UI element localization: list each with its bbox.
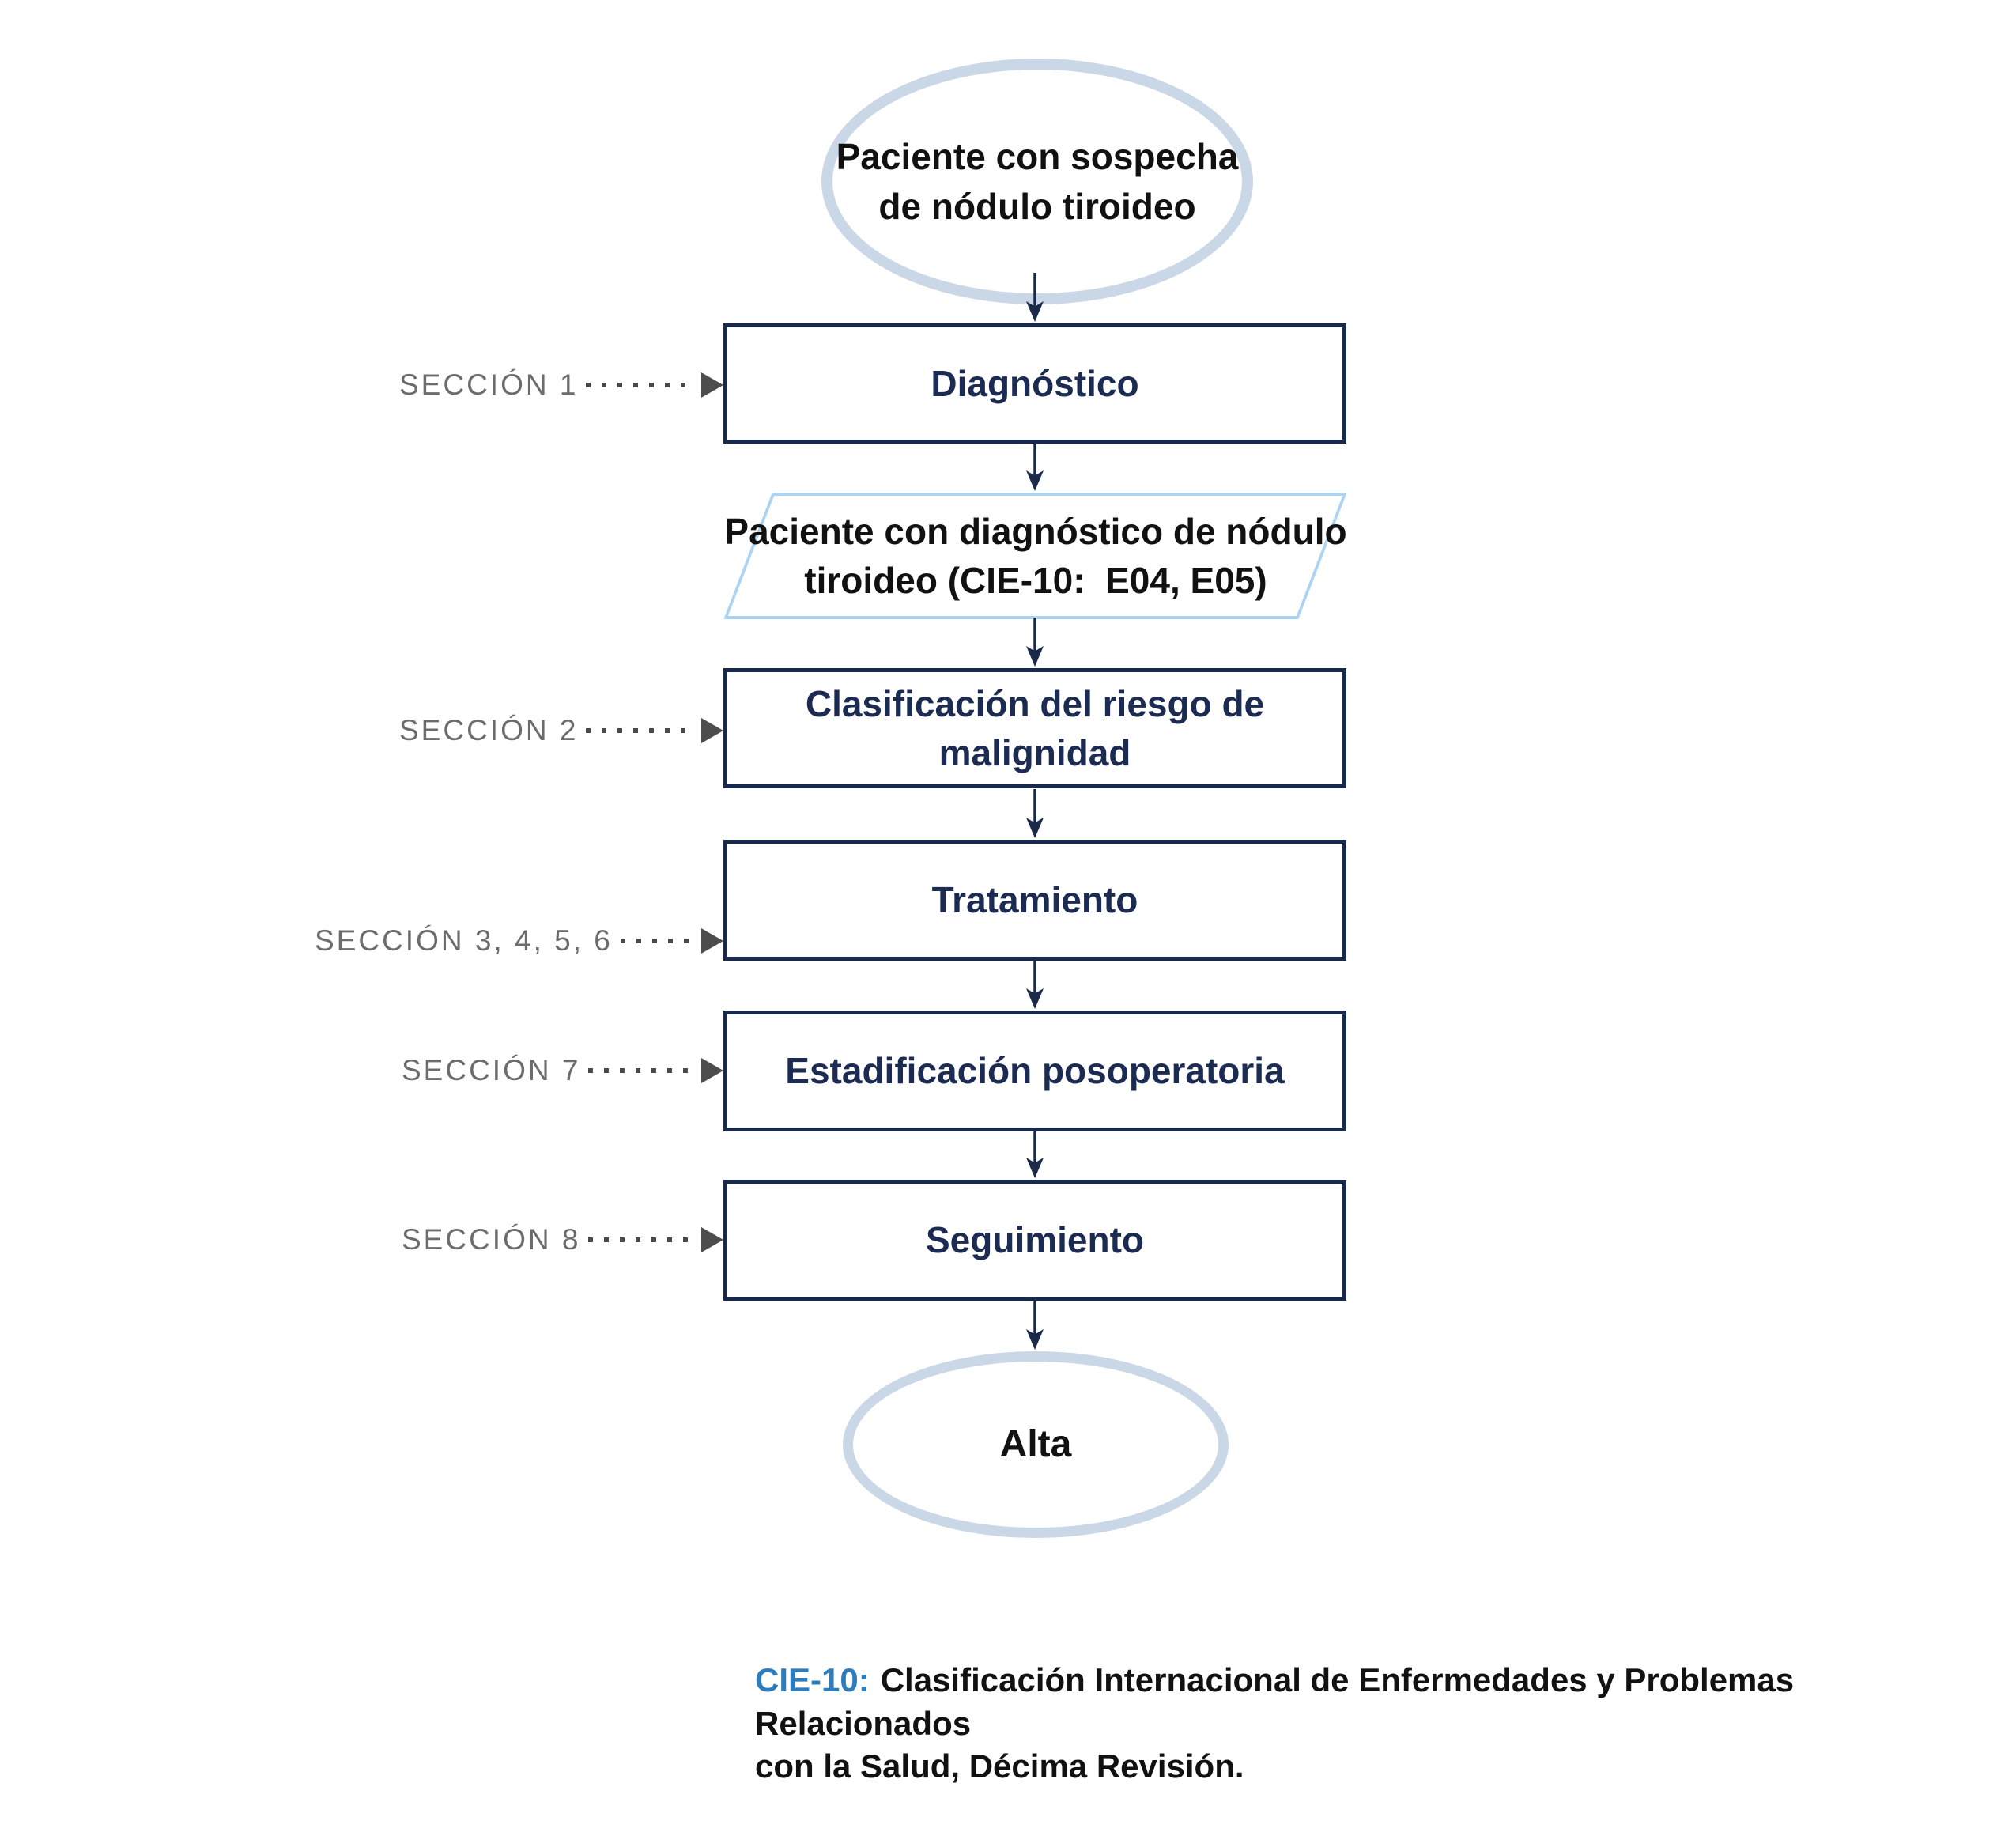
dotted-connector-7 [588, 1068, 697, 1073]
process-label-estadificacion: Estadificación posoperatoria [785, 1050, 1285, 1092]
section-annotation-2: SECCIÓN 2 [399, 711, 723, 750]
flow-arrow-down-2 [1026, 442, 1044, 491]
start-terminal-ellipse: Paciente con sospecha de nódulo tiroideo [821, 59, 1253, 304]
flow-arrow-down-5 [1026, 960, 1044, 1009]
dotted-connector-1 [586, 383, 697, 387]
dotted-connector-2 [586, 728, 697, 733]
process-box-seguimiento: Seguimiento [723, 1180, 1346, 1301]
dotted-connector-8 [588, 1237, 697, 1242]
data-parallelogram-text-wrap: Paciente con diagnóstico de nódulo tiroi… [723, 493, 1348, 619]
end-terminal-ellipse: Alta [843, 1351, 1229, 1538]
arrowhead-right-icon-3456 [701, 928, 723, 954]
process-label-clasificacion: Clasificación del riesgo de malignidad [805, 682, 1265, 773]
section-annotation-8: SECCIÓN 8 [402, 1220, 723, 1260]
section-annotation-1: SECCIÓN 1 [399, 365, 723, 405]
footnote-term: CIE-10: [755, 1661, 870, 1698]
arrowhead-right-icon-1 [701, 372, 723, 398]
start-terminal-label: Paciente con sospecha de nódulo tiroideo [836, 136, 1239, 227]
footnote-definition: Clasificación Internacional de Enfermeda… [755, 1661, 1795, 1785]
section-label-8: SECCIÓN 8 [402, 1223, 581, 1256]
end-terminal-label: Alta [999, 1422, 1072, 1465]
flow-arrow-down-4 [1026, 789, 1044, 838]
process-label-seguimiento: Seguimiento [925, 1219, 1145, 1261]
flow-arrow-down-6 [1026, 1129, 1044, 1178]
process-box-clasificacion: Clasificación del riesgo de malignidad [723, 668, 1346, 788]
section-annotation-7: SECCIÓN 7 [402, 1051, 723, 1090]
footnote: CIE-10:Clasificación Internacional de En… [755, 1659, 1957, 1789]
flow-arrow-down-1 [1026, 273, 1044, 322]
arrowhead-right-icon-8 [701, 1227, 723, 1252]
flow-arrow-down-3 [1026, 618, 1044, 667]
process-label-diagnostico: Diagnóstico [931, 362, 1139, 404]
process-box-tratamiento: Tratamiento [723, 840, 1346, 961]
flow-arrow-down-7 [1026, 1301, 1044, 1350]
section-annotation-3456: SECCIÓN 3, 4, 5, 6 [315, 921, 723, 961]
dotted-connector-3456 [620, 939, 697, 943]
process-box-diagnostico: Diagnóstico [723, 323, 1346, 444]
section-label-1: SECCIÓN 1 [399, 368, 579, 401]
section-label-2: SECCIÓN 2 [399, 714, 579, 746]
section-label-3456: SECCIÓN 3, 4, 5, 6 [315, 924, 613, 957]
process-box-estadificacion: Estadificación posoperatoria [723, 1011, 1346, 1131]
section-label-7: SECCIÓN 7 [402, 1054, 581, 1086]
arrowhead-right-icon-2 [701, 718, 723, 743]
data-parallelogram-label: Paciente con diagnóstico de nódulo tiroi… [724, 510, 1347, 601]
arrowhead-right-icon-7 [701, 1058, 723, 1083]
process-label-tratamiento: Tratamiento [931, 879, 1138, 921]
